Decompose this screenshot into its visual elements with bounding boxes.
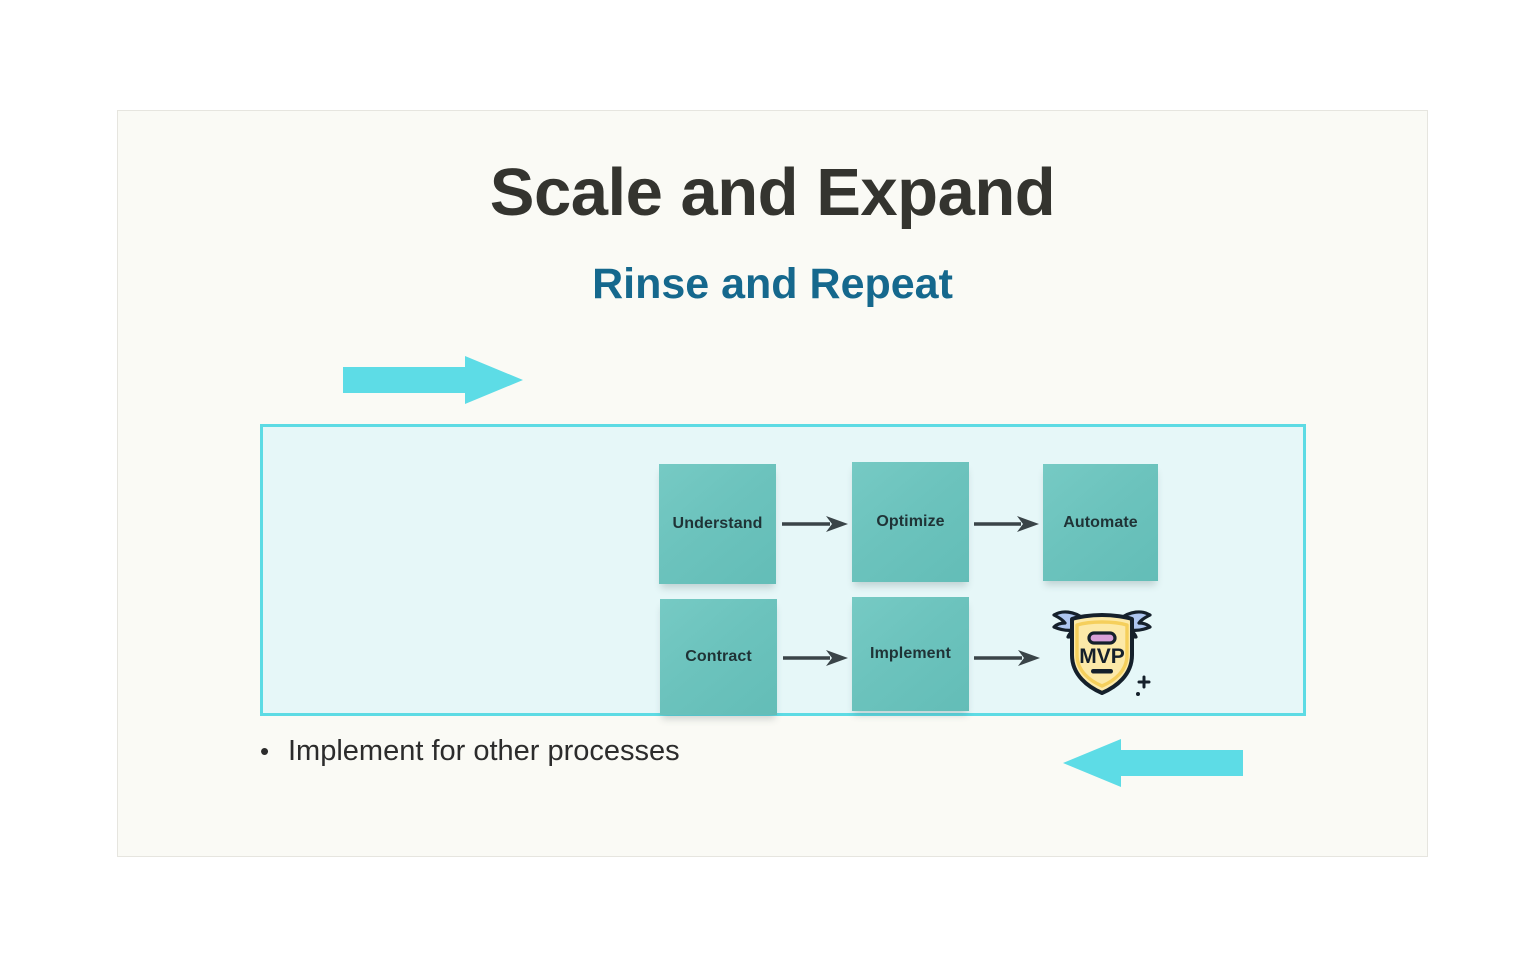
mvp-badge-label: MVP bbox=[1079, 645, 1125, 668]
mvp-shield-badge-icon: MVP bbox=[1052, 610, 1152, 696]
right-arrow-icon bbox=[343, 356, 523, 404]
bullet-list-item: • Implement for other processes bbox=[260, 735, 680, 768]
left-arrow-icon bbox=[1063, 739, 1243, 787]
sticky-note-understand[interactable]: Understand bbox=[659, 464, 776, 584]
sticky-note-label: Contract bbox=[685, 648, 752, 665]
sticky-note-automate[interactable]: Automate bbox=[1043, 464, 1158, 581]
bullet-marker: • bbox=[260, 736, 270, 766]
page-title: Scale and Expand bbox=[489, 155, 1056, 230]
sticky-note-label: Implement bbox=[870, 645, 951, 662]
sticky-note-label: Optimize bbox=[876, 513, 945, 530]
page-subtitle: Rinse and Repeat bbox=[592, 260, 953, 308]
sticky-note-label: Understand bbox=[672, 515, 763, 532]
connector-arrow-icon bbox=[974, 516, 1039, 532]
bullet-text: Implement for other processes bbox=[288, 735, 680, 767]
connector-arrow-icon bbox=[783, 650, 848, 666]
slide-frame: Scale and Expand Rinse and Repeat Unders… bbox=[117, 110, 1428, 857]
connector-arrow-icon bbox=[782, 516, 848, 532]
connector-arrow-icon bbox=[974, 650, 1040, 666]
sticky-note-contract[interactable]: Contract bbox=[660, 599, 777, 715]
sticky-note-label: Automate bbox=[1063, 513, 1138, 531]
process-flow-container: Understand Optimize Automate Contract Im… bbox=[260, 424, 1306, 716]
sticky-note-implement[interactable]: Implement bbox=[852, 597, 969, 711]
sticky-note-optimize[interactable]: Optimize bbox=[852, 462, 969, 582]
